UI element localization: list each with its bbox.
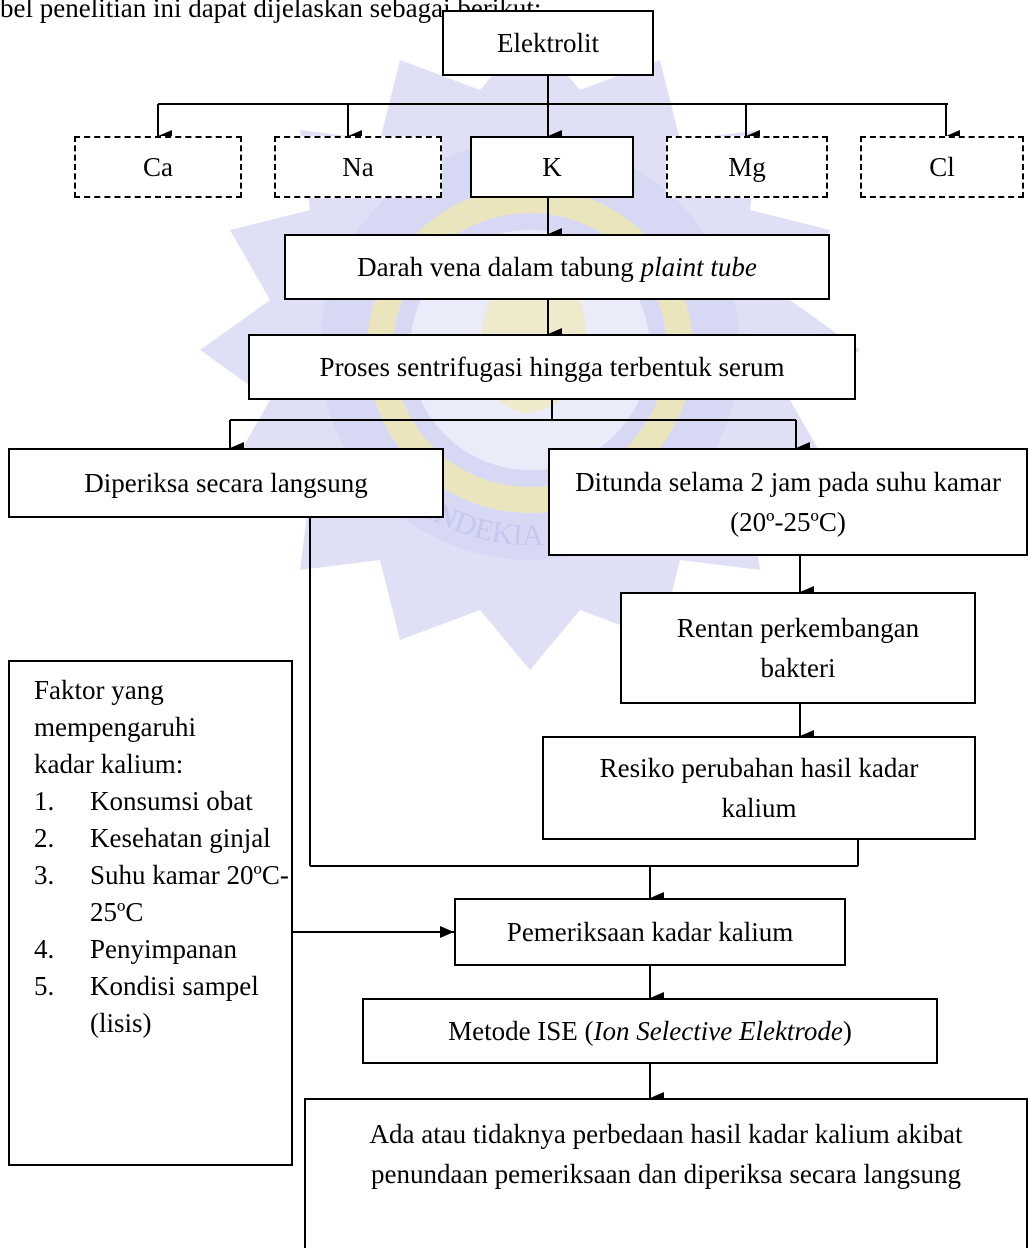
node-mg-label: Mg	[728, 152, 766, 182]
node-diperiksa-langsung-label: Diperiksa secara langsung	[84, 468, 368, 498]
node-pemeriksaan: Pemeriksaan kadar kalium	[454, 898, 846, 966]
node-rentan: Rentan perkembangan bakteri	[620, 592, 976, 704]
node-diperiksa-langsung: Diperiksa secara langsung	[8, 448, 444, 518]
node-ca: Ca	[74, 136, 242, 198]
node-ca-label: Ca	[143, 152, 173, 182]
factor-item: 2.Kesehatan ginjal	[34, 823, 271, 853]
top-text-fragment: bel penelitian ini dapat dijelaskan seba…	[0, 0, 542, 23]
factors-box: Faktor yang mempengaruhi kadar kalium: 1…	[8, 660, 293, 1166]
node-ditunda-label: Ditunda selama 2 jam pada suhu kamar (20…	[575, 467, 1001, 537]
node-hasil-label: Ada atau tidaknya perbedaan hasil kadar …	[369, 1119, 963, 1189]
factor-item: 3.Suhu kamar 20ºC-25ºC	[34, 860, 289, 927]
node-k-label: K	[542, 152, 562, 182]
node-resiko: Resiko perubahan hasil kadar kalium	[542, 736, 976, 840]
node-darah-vena: Darah vena dalam tabung plaint tube	[284, 234, 830, 300]
node-rentan-label: Rentan perkembangan bakteri	[676, 613, 920, 683]
node-na-label: Na	[342, 152, 374, 182]
factor-item: 4.Penyimpanan	[34, 934, 237, 964]
node-pemeriksaan-label: Pemeriksaan kadar kalium	[506, 917, 794, 947]
node-elektrolit-label: Elektrolit	[497, 28, 599, 58]
factor-item: 5.Kondisi sampel (lisis)	[34, 971, 259, 1038]
node-hasil: Ada atau tidaknya perbedaan hasil kadar …	[304, 1098, 1028, 1248]
factor-item: 1.Konsumsi obat	[34, 786, 253, 816]
node-cl-label: Cl	[929, 152, 955, 182]
node-ditunda: Ditunda selama 2 jam pada suhu kamar (20…	[548, 448, 1028, 556]
node-na: Na	[274, 136, 442, 198]
node-metode-ise-label: Metode ISE (Ion Selective Elektrode)	[448, 1016, 852, 1046]
node-sentrifugasi: Proses sentrifugasi hingga terbentuk ser…	[248, 334, 856, 400]
node-mg: Mg	[666, 136, 828, 198]
node-k: K	[470, 136, 634, 198]
factors-heading: Faktor yang mempengaruhi kadar kalium:	[34, 675, 196, 779]
node-resiko-label: Resiko perubahan hasil kadar kalium	[599, 753, 919, 823]
node-darah-vena-label: Darah vena dalam tabung plaint tube	[357, 252, 757, 282]
node-elektrolit: Elektrolit	[442, 10, 654, 76]
node-sentrifugasi-label: Proses sentrifugasi hingga terbentuk ser…	[319, 352, 785, 382]
factors-list: 1.Konsumsi obat 2.Kesehatan ginjal 3.Suh…	[34, 783, 291, 1042]
node-cl: Cl	[860, 136, 1024, 198]
node-metode-ise: Metode ISE (Ion Selective Elektrode)	[362, 998, 938, 1064]
